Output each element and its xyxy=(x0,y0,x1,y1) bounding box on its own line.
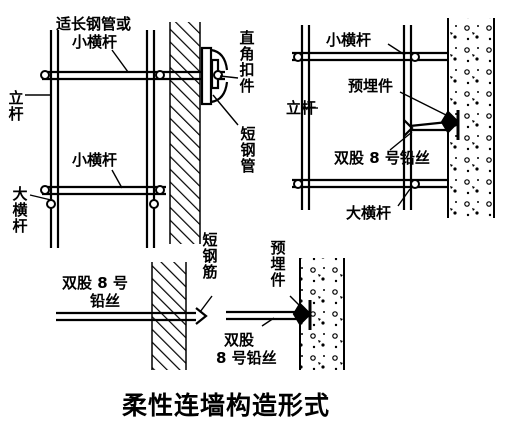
panel-c xyxy=(56,262,213,370)
label-short-tube: 短钢管 xyxy=(240,125,256,175)
label-wire-c-2: 铅丝 xyxy=(90,292,121,310)
label-embedded-part-d: 预埋件 xyxy=(270,239,286,289)
clamp-knobs-b xyxy=(293,52,420,189)
wire-tie-d xyxy=(226,300,312,330)
crossbars-b xyxy=(292,51,448,189)
label-large-crossbar-a: 大横杆 xyxy=(12,185,28,235)
panel-b xyxy=(292,18,495,218)
panel-a xyxy=(25,22,239,248)
label-rod-or-crossbar: 适长钢管或 xyxy=(56,15,132,33)
small-crossbars-a xyxy=(42,70,225,196)
label-upright-b: 立杆 xyxy=(286,99,317,117)
label-embedded-part-b: 预埋件 xyxy=(348,77,394,95)
upright-poles-a xyxy=(49,30,156,248)
figure-caption: 柔性连墙构造形式 xyxy=(122,391,331,420)
label-right-angle-clamp: 直角扣件 xyxy=(239,29,255,95)
label-wire-d-2: 8 号铅丝 xyxy=(216,349,277,367)
label-short-rebar: 短钢筋 xyxy=(202,231,218,281)
wall-a xyxy=(170,22,200,244)
label-wire-c: 双股 8 号 xyxy=(62,274,128,292)
leaders-b xyxy=(305,43,453,207)
wall-c xyxy=(152,262,186,370)
label-wire-b: 双股 8 号铅丝 xyxy=(334,149,430,167)
label-wire-d: 双股 xyxy=(224,331,255,349)
concrete-wall-b xyxy=(448,18,494,218)
label-small-crossbar-b: 小横杆 xyxy=(326,31,372,49)
wire-tie-b xyxy=(403,110,460,140)
label-upright-a: 立杆 xyxy=(8,89,24,123)
panel-d xyxy=(226,258,345,370)
label-large-crossbar-b: 大横杆 xyxy=(346,204,392,222)
wire-tie-c xyxy=(56,307,208,325)
label-rod-or-crossbar-2: 小横杆 xyxy=(72,33,118,51)
clamp-knobs-a xyxy=(40,70,223,209)
leaders-d xyxy=(261,295,303,327)
leaders-a xyxy=(25,49,239,201)
label-small-crossbar-a: 小横杆 xyxy=(72,151,118,169)
